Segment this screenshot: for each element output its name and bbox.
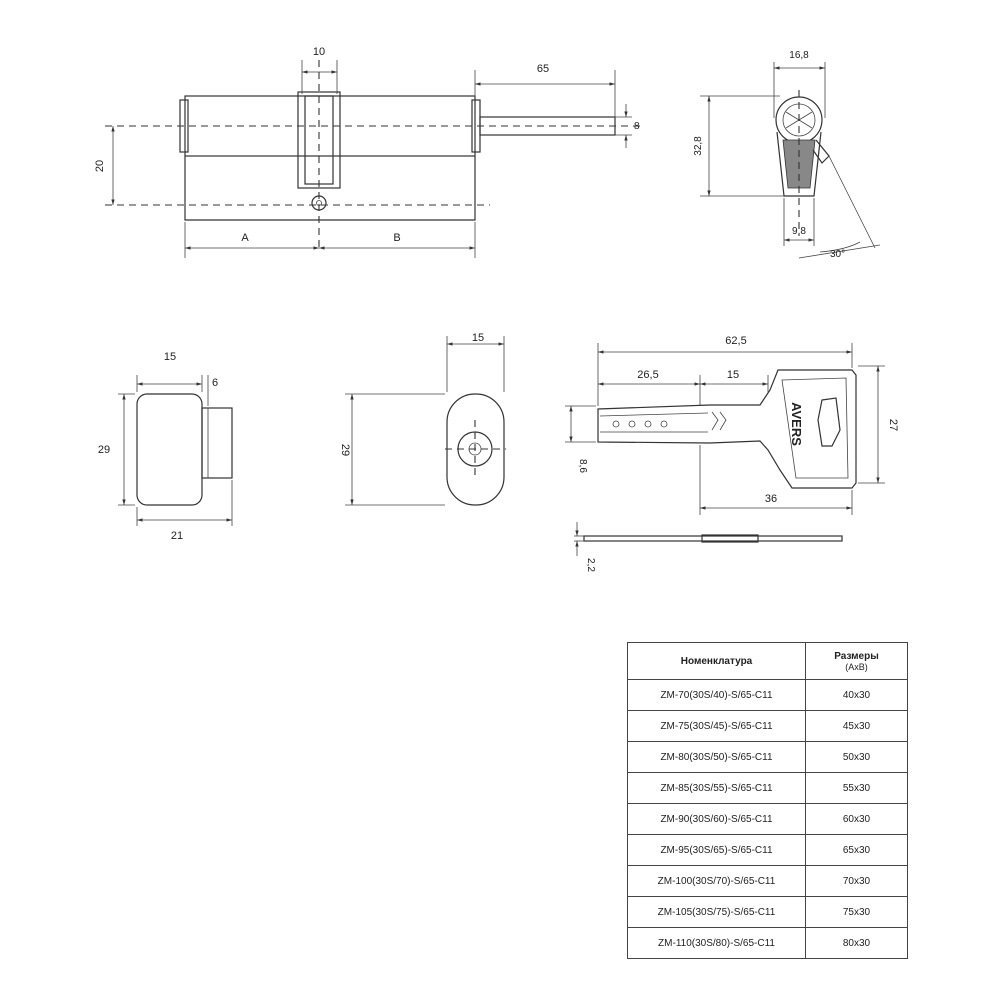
row-name: ZM-95(30S/65)-S/65-C11 xyxy=(627,834,806,866)
row-name: ZM-80(30S/50)-S/65-C11 xyxy=(627,741,806,773)
dim-profile-height: 32,8 xyxy=(693,136,704,156)
row-size: 40x30 xyxy=(805,679,908,711)
dim-front-height: 29 xyxy=(339,444,351,456)
key-head-hole xyxy=(817,397,841,447)
dim-knob-stem: 6 xyxy=(212,377,218,389)
dim-b: B xyxy=(393,232,400,244)
dim-knob-bottom: 21 xyxy=(171,530,183,542)
row-name: ZM-90(30S/60)-S/65-C11 xyxy=(627,803,806,835)
fixing-screw-centre xyxy=(316,200,322,206)
header-size-sub: (АхВ) xyxy=(845,661,868,672)
header-size-label: Размеры xyxy=(834,650,879,662)
key-thickness-shoulder xyxy=(701,534,759,543)
spec-table-header: Номенклатура Размеры(АхВ) xyxy=(627,642,908,680)
profile-body xyxy=(776,131,822,197)
row-name: ZM-100(30S/70)-S/65-C11 xyxy=(627,865,806,897)
dim-profile-width: 16,8 xyxy=(789,50,809,61)
row-size: 50x30 xyxy=(805,741,908,773)
row-name: ZM-105(30S/75)-S/65-C11 xyxy=(627,896,806,928)
row-size: 55x30 xyxy=(805,772,908,804)
fixing-screw-hole xyxy=(311,195,327,211)
row-size: 70x30 xyxy=(805,865,908,897)
row-size: 75x30 xyxy=(805,896,908,928)
row-size: 80x30 xyxy=(805,927,908,959)
key-view: AVERS 62,5 26,5 15 27 8,6 36 xyxy=(565,335,899,515)
dim-profile-base: 9,8 xyxy=(792,226,806,237)
dim-tail-dia: 8 xyxy=(634,121,640,132)
row-name: ZM-110(30S/80)-S/65-C11 xyxy=(627,927,806,959)
spec-table: Номенклатура Размеры(АхВ) ZM-70(30S/40)-… xyxy=(627,642,908,959)
header-name: Номенклатура xyxy=(627,642,806,680)
dim-a: A xyxy=(241,232,249,244)
key-thickness-view: 2,2 xyxy=(574,522,843,572)
key-thickness-strip xyxy=(583,535,843,542)
thumb-turn-front-view: 15 29 xyxy=(339,332,506,506)
dim-key-head-width: 36 xyxy=(765,493,777,505)
dim-key-tail: 65 xyxy=(537,63,549,75)
cylinder-lower-body xyxy=(184,156,476,221)
thumb-turn-side-view: 15 6 29 21 xyxy=(98,351,233,542)
dim-key-blade: 26,5 xyxy=(637,369,658,381)
cam-slot-outer xyxy=(297,91,341,189)
dim-key-segment: 15 xyxy=(727,369,739,381)
row-name: ZM-75(30S/45)-S/65-C11 xyxy=(627,710,806,742)
dim-key-blade-height: 8,6 xyxy=(577,459,588,473)
key-brand: AVERS xyxy=(789,402,804,446)
thumb-turn-knob xyxy=(136,393,203,506)
dim-key-thickness: 2,2 xyxy=(585,558,596,572)
cam-slot-inner xyxy=(304,95,334,185)
dim-knob-top: 15 xyxy=(164,351,176,363)
dim-knob-height: 29 xyxy=(98,444,110,456)
dim-front-width: 15 xyxy=(472,332,484,344)
cylinder-front-view: 10 65 8 20 A B xyxy=(94,46,640,258)
row-name: ZM-70(30S/40)-S/65-C11 xyxy=(627,679,806,711)
row-size: 65x30 xyxy=(805,834,908,866)
key-outline xyxy=(597,369,857,489)
key-tail-shaft xyxy=(479,116,616,136)
profile-cam xyxy=(812,139,830,164)
dim-height: 20 xyxy=(94,160,106,172)
row-size: 60x30 xyxy=(805,803,908,835)
row-size: 45x30 xyxy=(805,710,908,742)
dim-cam-width: 10 xyxy=(313,46,325,58)
dim-profile-angle: 30° xyxy=(830,249,845,260)
thumb-turn-stem xyxy=(201,407,233,479)
dim-key-head-height: 27 xyxy=(887,419,899,431)
header-size: Размеры(АхВ) xyxy=(805,642,908,680)
dim-key-total: 62,5 xyxy=(725,335,746,347)
row-name: ZM-85(30S/55)-S/65-C11 xyxy=(627,772,806,804)
cylinder-side-view: 16,8 32,8 9,8 30° xyxy=(693,50,881,260)
